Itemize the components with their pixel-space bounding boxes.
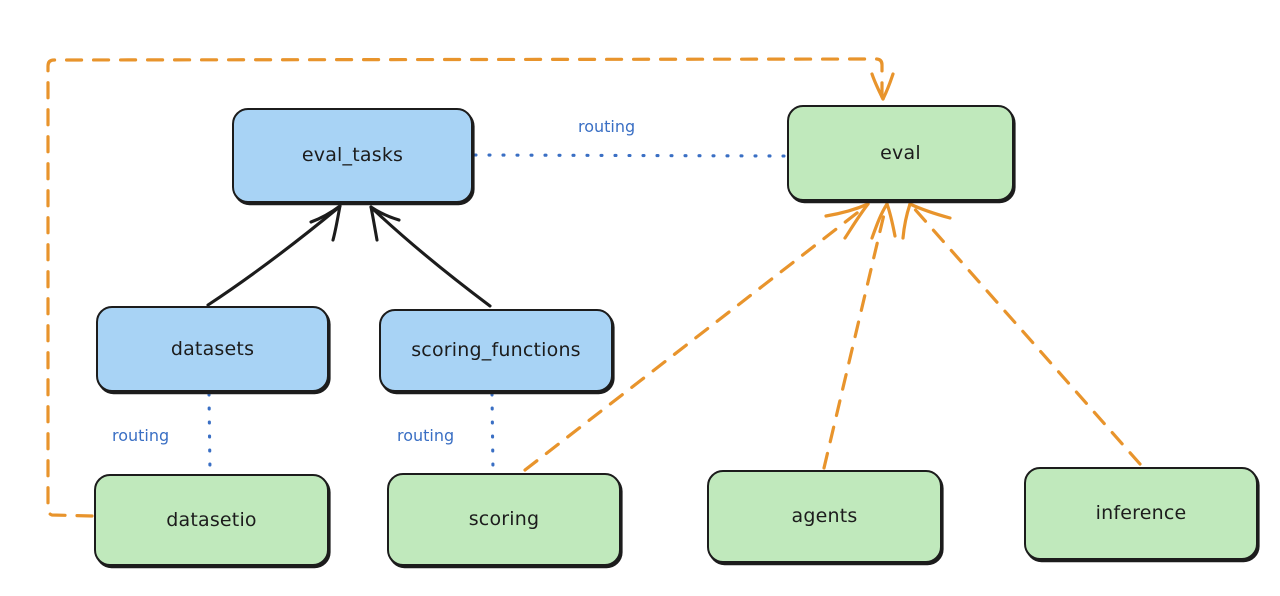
- node-datasets[interactable]: datasets: [96, 306, 329, 392]
- edge-label-routing-datasets-datasetio: routing: [112, 426, 170, 445]
- node-datasetio[interactable]: datasetio: [94, 474, 329, 566]
- node-eval-tasks[interactable]: eval_tasks: [232, 108, 473, 203]
- node-label-scoring: scoring: [468, 508, 540, 530]
- edge-label-routing-scoring-functions-scoring: routing: [397, 426, 455, 445]
- edge-datasets-to-datasetio-routing: [207, 392, 212, 474]
- node-label-inference: inference: [1095, 502, 1187, 524]
- edge-label-routing-eval-tasks-eval: routing: [578, 117, 636, 136]
- node-scoring[interactable]: scoring: [387, 473, 621, 566]
- edge-eval-tasks-to-eval-routing: [473, 153, 786, 158]
- node-eval[interactable]: eval: [787, 105, 1014, 201]
- node-label-agents: agents: [791, 505, 858, 527]
- edge-agents-to-eval-dependency: [822, 202, 897, 470]
- node-scoring-functions[interactable]: scoring_functions: [379, 309, 613, 392]
- node-label-datasetio: datasetio: [166, 508, 257, 531]
- edge-inference-to-eval-dependency: [901, 202, 1142, 466]
- node-label-eval-tasks: eval_tasks: [301, 144, 404, 166]
- node-label-scoring-functions: scoring_functions: [411, 339, 581, 361]
- node-label-datasets: datasets: [170, 337, 255, 360]
- node-agents[interactable]: agents: [707, 470, 942, 563]
- edge-datasets-to-eval-tasks: [206, 204, 342, 307]
- edge-scoring-functions-to-scoring-routing: [490, 392, 495, 473]
- node-inference[interactable]: inference: [1024, 467, 1258, 560]
- edge-scoring-functions-to-eval-tasks: [369, 205, 492, 308]
- node-label-eval: eval: [880, 141, 921, 164]
